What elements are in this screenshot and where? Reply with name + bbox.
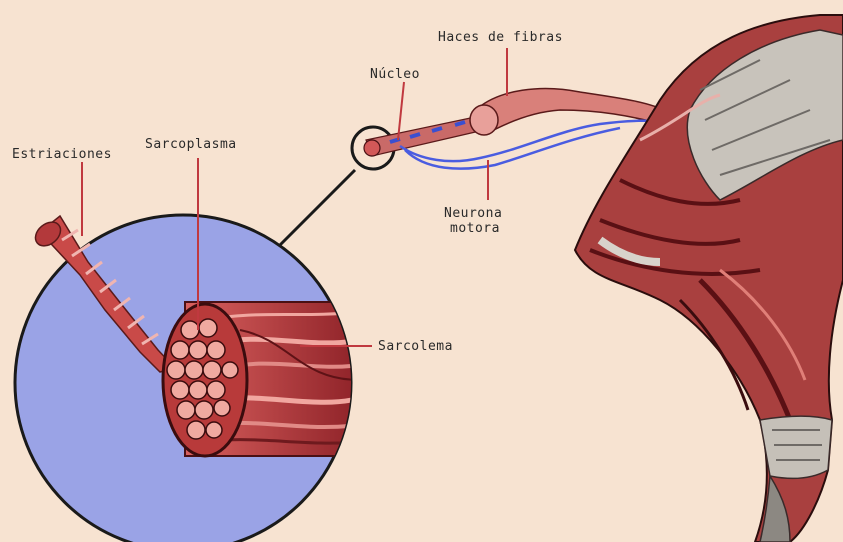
leader-nucleo (398, 82, 404, 140)
fiber-bundle-haces (470, 89, 668, 135)
label-estriaciones: Estriaciones (12, 147, 112, 162)
label-sarcolema: Sarcolema (378, 339, 453, 354)
label-neurona-motora: Neurona motora (444, 206, 502, 236)
label-sarcoplasma: Sarcoplasma (145, 137, 237, 152)
fiber-with-nuclei (364, 116, 484, 156)
leg-muscle-illustration (575, 15, 843, 542)
zoom-connector-line (280, 170, 355, 245)
label-neurona-line1: Neurona (444, 206, 502, 221)
label-nucleo: Núcleo (370, 67, 420, 82)
label-haces-de-fibras: Haces de fibras (438, 30, 563, 45)
label-neurona-line2: motora (444, 221, 502, 236)
